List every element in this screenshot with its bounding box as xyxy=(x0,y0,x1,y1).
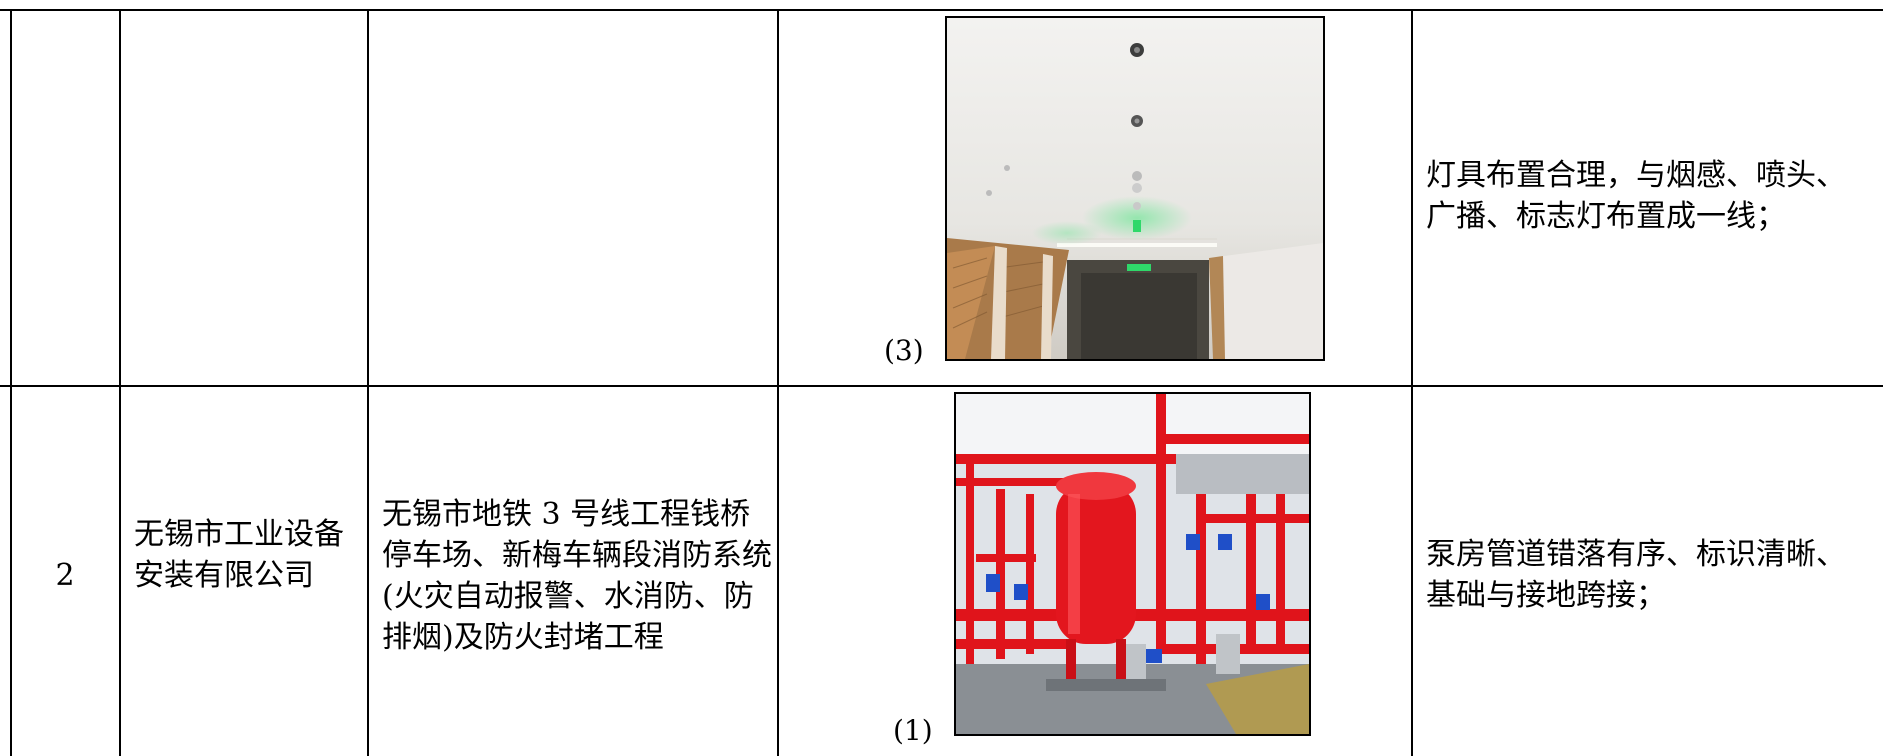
column-divider xyxy=(1411,10,1413,756)
company-cell: 无锡市工业设备安装有限公司 xyxy=(134,517,344,593)
column-divider xyxy=(777,10,779,756)
remark-cell: 灯具布置合理，与烟感、喷头、广播、标志灯布置成一线； xyxy=(1426,158,1846,234)
photo-label: (1) xyxy=(893,714,933,747)
remark-cell: 泵房管道错落有序、标识清晰、基础与接地跨接； xyxy=(1426,537,1846,613)
corridor-ceiling-photo xyxy=(945,16,1325,361)
pump-room-image xyxy=(956,394,1309,734)
photo-label: (3) xyxy=(884,334,924,367)
table-border-top xyxy=(0,9,1883,11)
corridor-ceiling-image xyxy=(947,18,1323,359)
project-cell: 无锡市地铁 3 号线工程钱桥停车场、新梅车辆段消防系统(火灾自动报警、水消防、防… xyxy=(382,497,772,655)
column-divider xyxy=(10,10,12,756)
row-index: 2 xyxy=(55,558,75,593)
pump-room-photo xyxy=(954,392,1311,736)
column-divider xyxy=(119,10,121,756)
row-divider xyxy=(0,385,1883,387)
column-divider xyxy=(367,10,369,756)
